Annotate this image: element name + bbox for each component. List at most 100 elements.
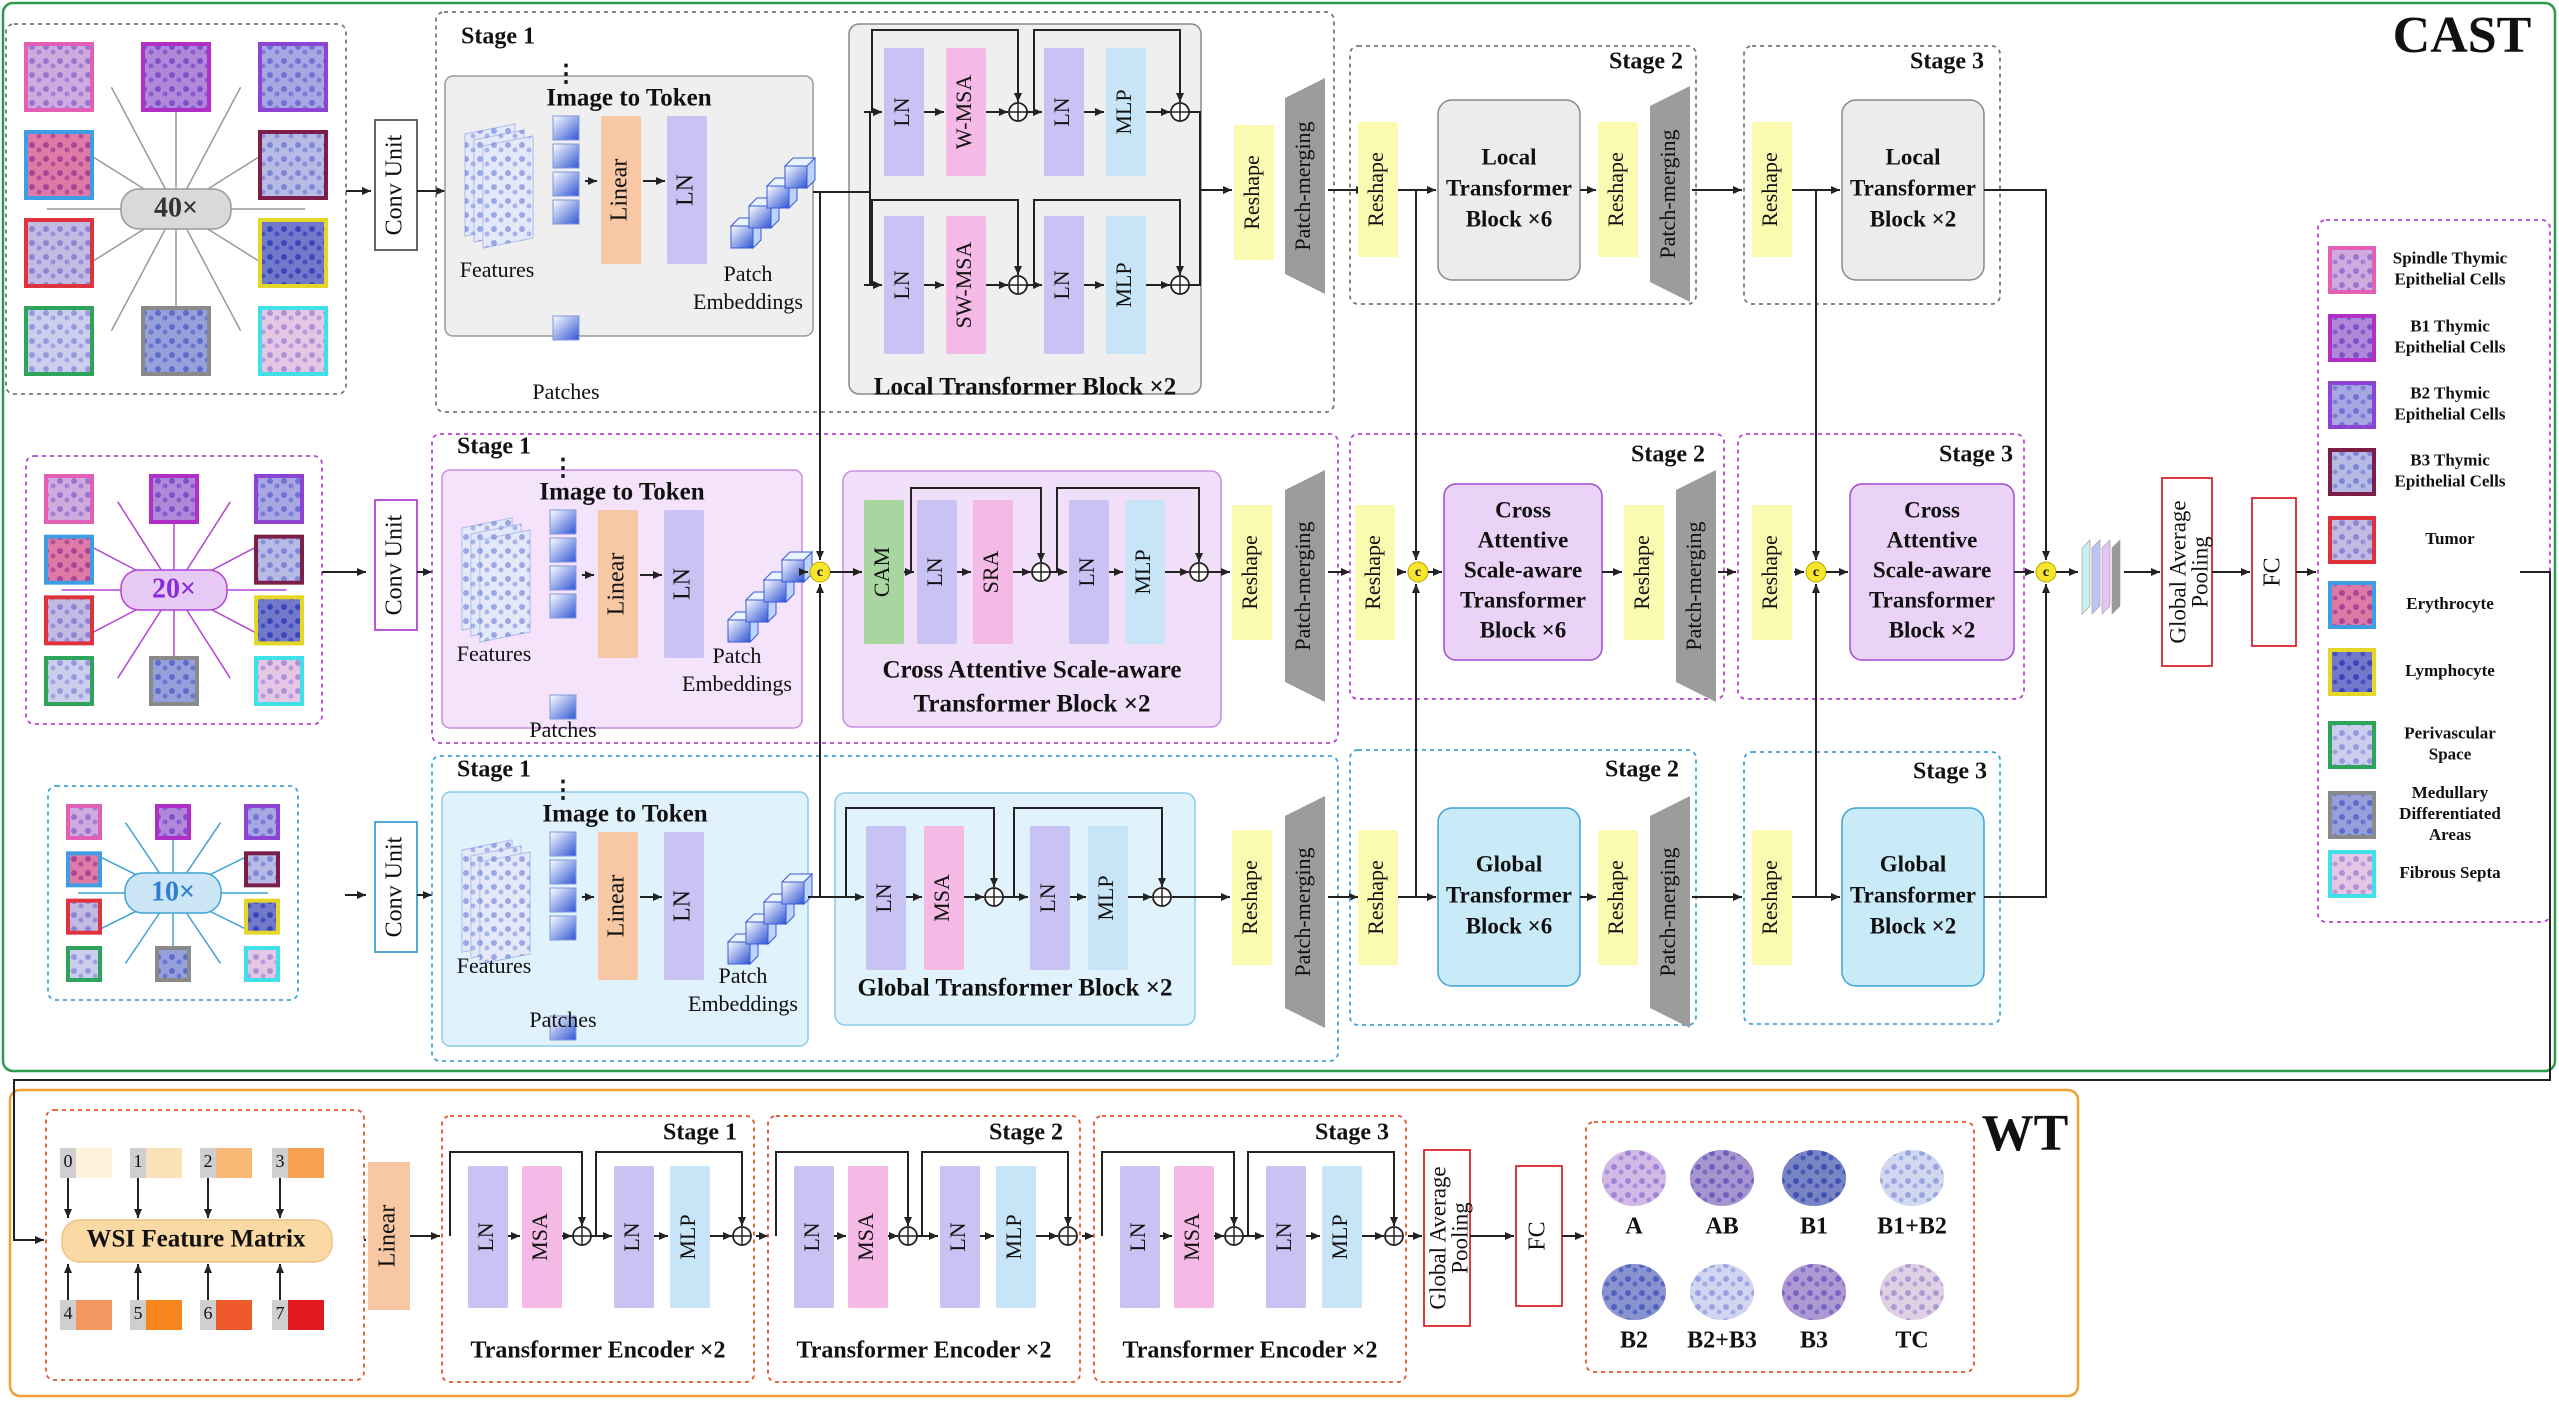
patch-merging-block <box>1285 78 1325 294</box>
global-transformer-x6-label-line: Global <box>1476 851 1542 876</box>
patch-embedding-icon-side <box>806 156 816 190</box>
block-mlp <box>1106 48 1146 176</box>
stage1-panel-20x <box>431 433 1339 744</box>
tissue-tile-texture <box>145 46 207 108</box>
ln-block-label: LN <box>670 890 696 922</box>
tissue-tile-texture <box>258 660 300 702</box>
patch-icon <box>549 537 577 563</box>
linear-block-label: Linear <box>604 553 630 616</box>
cast-title: CAST <box>2393 7 2532 64</box>
wt-title: WT <box>1982 1105 2069 1162</box>
wt-gap-label: Pooling <box>1447 1202 1472 1274</box>
tissue-tile-texture <box>248 902 276 931</box>
patch-embedding-icon <box>745 599 769 623</box>
block-ln-label: LN <box>889 270 914 299</box>
wt-gap-block <box>1423 1149 1471 1327</box>
wsi-class-label: B2 <box>1620 1328 1648 1354</box>
reshape-block-label: Reshape <box>1360 535 1385 610</box>
magnification-badge <box>124 872 222 914</box>
features-label: Features <box>457 953 532 978</box>
wsi-thumbnail-texture <box>1602 1264 1666 1320</box>
patch-icon <box>552 315 580 341</box>
global-transformer-x2-label-line: Global <box>1880 851 1946 876</box>
legend-swatch-texture <box>2332 725 2372 765</box>
reshape-block <box>1598 122 1638 257</box>
matrix-index-cell <box>60 1300 76 1330</box>
matrix-index-cell <box>60 1148 76 1178</box>
tissue-tile-texture <box>248 855 276 884</box>
wsi-thumbnail-texture <box>1602 1150 1666 1206</box>
residual-add-icon-cross <box>1171 103 1189 121</box>
block-ln-label: LN <box>871 883 896 912</box>
block-ln-label: LN <box>619 1222 644 1251</box>
patches-label: Patches <box>529 1007 596 1032</box>
cross-attentive-x6-label-line: Attentive <box>1478 527 1569 552</box>
block-msa-label: MSA <box>1179 1213 1204 1261</box>
legend-swatch-texture <box>2332 452 2372 492</box>
encoder-stage-label: Stage 3 <box>1315 1120 1389 1146</box>
tissue-tile-texture <box>159 808 187 836</box>
linear-block <box>598 510 638 658</box>
local-transformer-x2-label-line: Local <box>1886 144 1941 169</box>
tissue-tile-texture <box>258 538 300 581</box>
wsi-thumbnail-texture <box>1782 1264 1846 1320</box>
patch-embedding-icon <box>727 941 751 965</box>
block-sw-msa <box>946 216 986 354</box>
wsi-feature-matrix-label: WSI Feature Matrix <box>87 1226 306 1253</box>
block-ln <box>1044 48 1084 176</box>
patch-embeddings-label: Embeddings <box>688 991 798 1016</box>
residual-add-icon-cross <box>1032 563 1050 581</box>
wt-fc-block <box>1515 1165 1563 1307</box>
wsi-thumbnail-texture <box>1782 1150 1846 1206</box>
matrix-index-label: 6 <box>204 1303 213 1323</box>
residual-add-icon-cross <box>733 1227 751 1245</box>
block-ln <box>884 48 924 176</box>
gap-label: Global Average <box>2165 500 2190 643</box>
tissue-tile-texture <box>70 808 98 836</box>
legend-swatch-texture <box>2332 854 2372 894</box>
tissue-tile-texture <box>28 46 90 108</box>
tissue-tile-texture <box>258 478 300 520</box>
block-mlp-label: MLP <box>1111 89 1136 134</box>
stage3-out-40x <box>1984 189 2050 560</box>
patches-label: Patches <box>529 717 596 742</box>
wt-linear-label: Linear <box>375 1205 401 1268</box>
magnification-badge <box>120 569 228 611</box>
residual-connection <box>845 807 998 897</box>
tissue-tile-texture <box>145 310 207 372</box>
cross-attentive-x6-label-line: Block ×6 <box>1480 617 1567 642</box>
block-w-msa <box>946 48 986 176</box>
matrix-feature-cell <box>288 1148 324 1178</box>
patch-icon <box>549 915 577 941</box>
matrix-index-label: 5 <box>134 1303 143 1323</box>
reshape-block <box>1752 830 1792 965</box>
cross-attentive-x2-label-line: Attentive <box>1887 527 1978 552</box>
wsi-thumbnail-texture <box>1690 1150 1754 1206</box>
residual-add-icon-cross <box>1153 888 1171 906</box>
cross-attentive-x2-label-line: Scale-aware <box>1873 557 1991 582</box>
patch-merging-block <box>1650 796 1690 1028</box>
fc-block <box>2251 497 2297 647</box>
global-transformer-x2-label-line: Transformer <box>1850 882 1976 907</box>
residual-connection <box>1033 199 1184 285</box>
residual-add-icon-cross <box>1009 276 1027 294</box>
wt-gap-label: Global Average <box>1425 1166 1450 1309</box>
linear-block-label: Linear <box>604 875 630 938</box>
cast-frame <box>1 1 2557 1073</box>
tissue-tile-texture <box>48 478 90 520</box>
legend-label-line: B1 Thymic <box>2410 316 2490 335</box>
legend-label-line: Medullary <box>2412 783 2489 802</box>
reshape-block <box>1624 505 1664 640</box>
block-mlp <box>670 1166 710 1308</box>
tissue-tile-texture <box>248 808 276 836</box>
matrix-feature-cell <box>288 1300 324 1330</box>
block-sra-label: SRA <box>978 550 1003 593</box>
residual-add-icon-cross <box>985 888 1003 906</box>
block-cam-label: CAM <box>869 547 894 597</box>
magnification-label: 10× <box>151 876 195 907</box>
feature-stack-icon <box>2111 539 2121 615</box>
wsi-class-label: B2+B3 <box>1687 1328 1757 1354</box>
tissue-tile-texture <box>262 46 324 108</box>
